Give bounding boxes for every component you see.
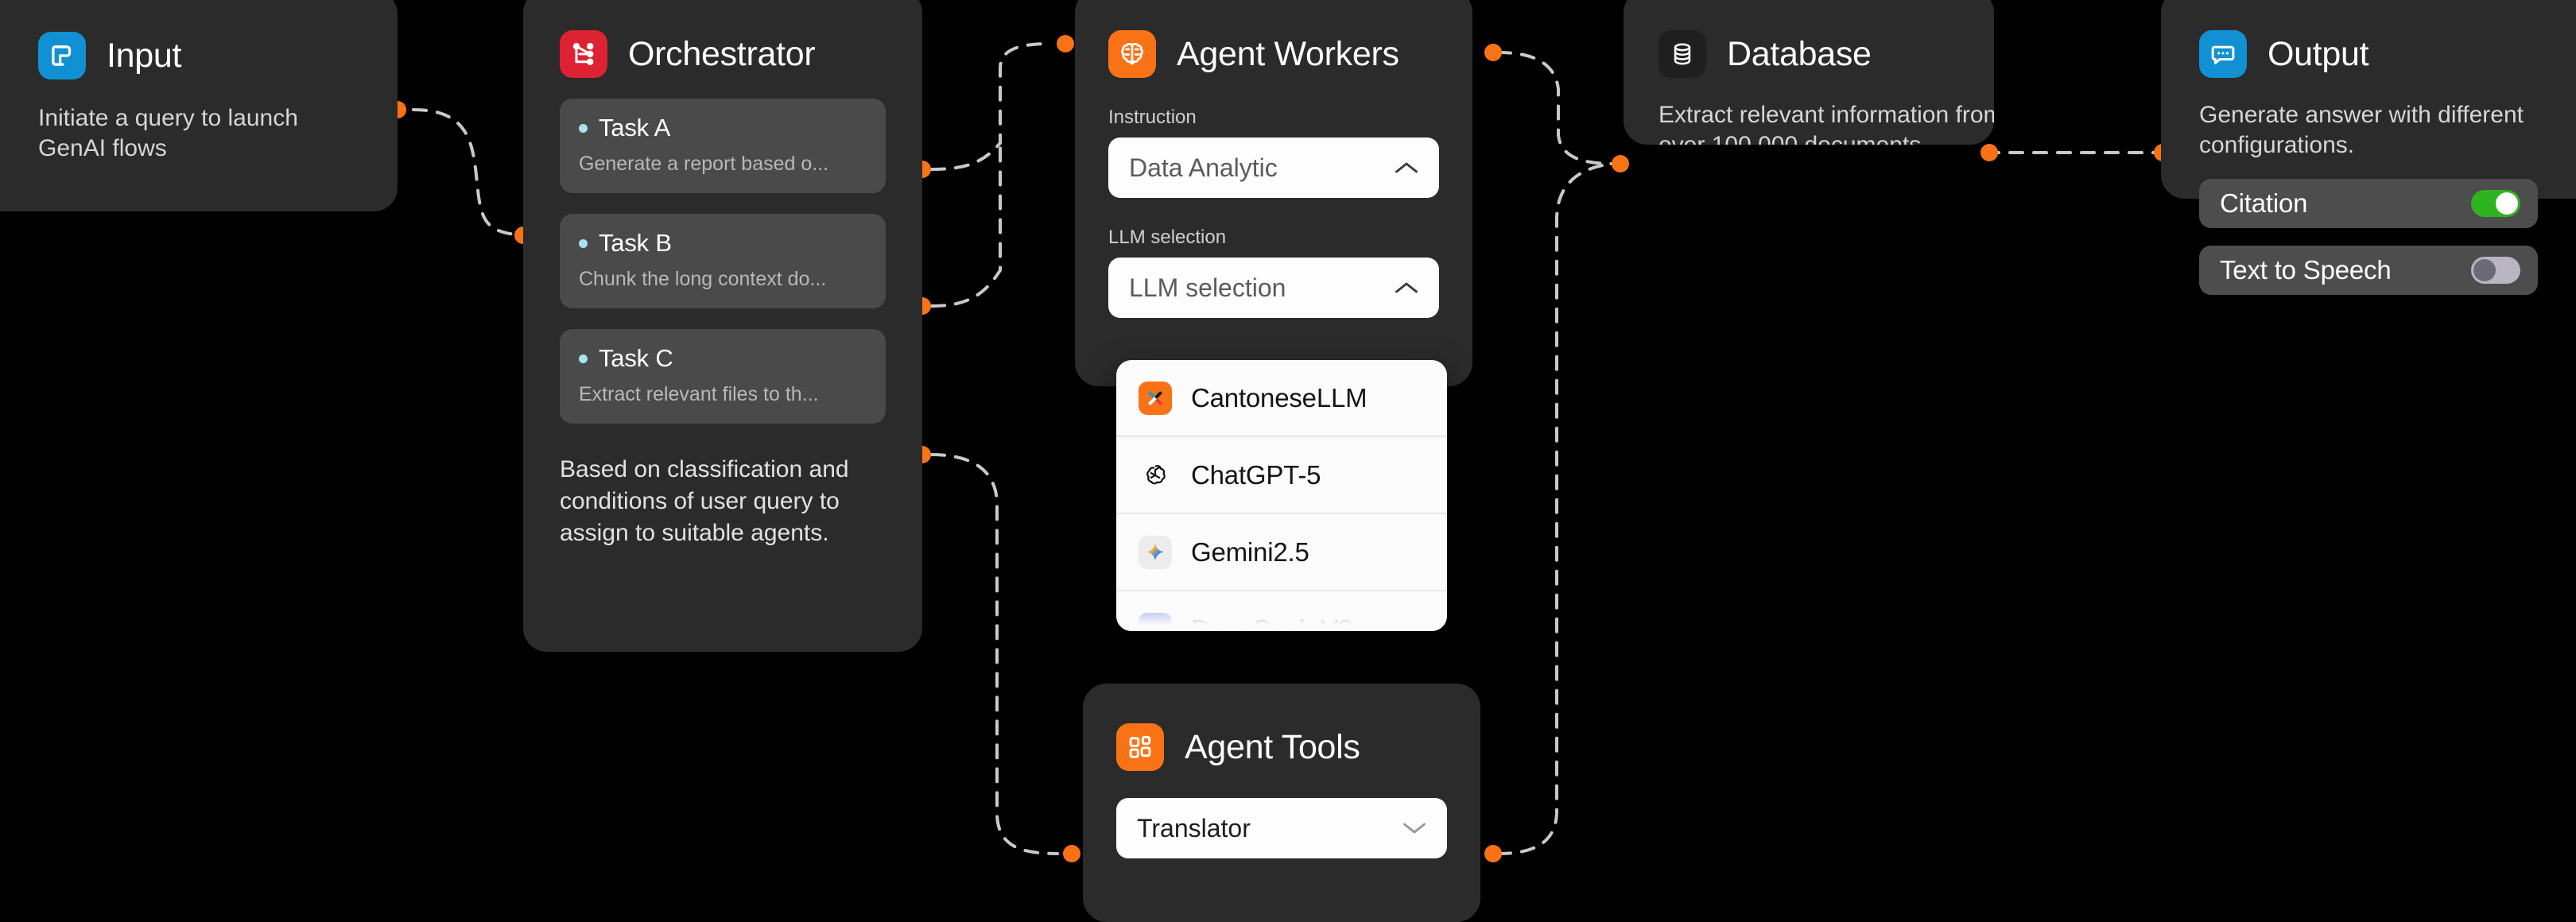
chevron-up-icon[interactable] — [1395, 161, 1418, 175]
node-input[interactable]: Input Initiate a query to launch GenAI f… — [0, 0, 398, 211]
deepseek-icon — [1139, 612, 1172, 631]
llm-option-label: DeepSeek-V3 — [1191, 614, 1353, 632]
node-agent-workers[interactable]: Agent Workers Instruction Data Analytic … — [1075, 0, 1472, 386]
llm-selection-select[interactable]: LLM selection — [1108, 258, 1439, 318]
node-output[interactable]: Output Generate answer with different co… — [2161, 0, 2576, 295]
gemini-icon — [1139, 535, 1172, 569]
orchestrator-header: Orchestrator — [560, 30, 886, 78]
agent-tools-title: Agent Tools — [1185, 727, 1360, 766]
wire-workers-to-database — [1496, 51, 1616, 165]
instruction-select[interactable]: Data Analytic — [1108, 138, 1439, 198]
output-description: Generate answer with different configura… — [2199, 102, 2524, 159]
llm-option-label: ChatGPT-5 — [1191, 459, 1321, 490]
toggle-knob — [2473, 258, 2496, 281]
instruction-label: Instruction — [1108, 107, 1197, 128]
task-name: Task A — [599, 114, 671, 141]
llm-option-gemini2-5[interactable]: Gemini2.5 — [1116, 514, 1447, 591]
llm-option-cantonesellm[interactable]: CantoneseLLM — [1116, 360, 1447, 437]
task-bullet-dot — [579, 123, 588, 133]
task-description: Generate a report based o... — [579, 153, 829, 175]
task-card[interactable]: Task A Generate a report based o... — [560, 99, 886, 193]
input-header: Input — [38, 32, 359, 79]
toggle-row-text-to-speech[interactable]: Text to Speech — [2199, 245, 2538, 295]
port-tools-out — [1484, 845, 1502, 862]
llm-option-label: Gemini2.5 — [1191, 537, 1309, 567]
port-tools-in — [1063, 845, 1080, 862]
task-title-row: Task C — [579, 344, 867, 373]
wire-tools-to-database — [1496, 162, 1616, 855]
openai-icon — [1139, 459, 1172, 492]
toggle-row-citation[interactable]: Citation — [2199, 178, 2538, 228]
wire-taskB-to-workers — [930, 141, 1002, 308]
task-description: Chunk the long context do... — [579, 268, 827, 290]
toggle-label: Citation — [2220, 188, 2308, 218]
llm-selection-value: LLM selection — [1129, 273, 1286, 302]
task-bullet-dot — [579, 354, 588, 363]
llm-option-deepseek-v3[interactable]: DeepSeek-V3 — [1116, 591, 1447, 631]
toggle-label: Text to Speech — [2220, 254, 2392, 285]
chevron-down-icon[interactable] — [1402, 821, 1426, 835]
task-title-row: Task A — [579, 114, 867, 142]
orchestrator-title: Orchestrator — [628, 34, 816, 73]
llm-option-label: CantoneseLLM — [1191, 382, 1368, 413]
port-workers-out — [1484, 44, 1502, 61]
output-title: Output — [2268, 34, 2369, 73]
output-header: Output — [2199, 30, 2538, 78]
port-workers-in — [1057, 35, 1074, 52]
tool-value: Translator — [1137, 813, 1251, 843]
wire-input-to-orchestrator — [412, 108, 536, 237]
database-header: Database — [1658, 30, 1994, 78]
instruction-value: Data Analytic — [1129, 153, 1278, 182]
task-title-row: Task B — [579, 229, 867, 258]
input-description: Initiate a query to launch GenAI flows — [38, 105, 298, 162]
agent-workers-title: Agent Workers — [1177, 34, 1399, 73]
chat-bubble-icon — [2199, 30, 2247, 78]
grid-blocks-icon — [1116, 723, 1164, 771]
task-card[interactable]: Task B Chunk the long context do... — [560, 214, 886, 308]
port-database-in — [1612, 155, 1629, 172]
citation-toggle[interactable] — [2471, 189, 2520, 217]
agent-tools-header: Agent Tools — [1116, 723, 1447, 771]
brain-icon — [1108, 30, 1156, 78]
port-database-out — [1980, 144, 1998, 161]
task-card[interactable]: Task C Extract relevant files to th... — [560, 329, 886, 424]
toggle-knob — [2496, 192, 2518, 215]
task-name: Task C — [599, 344, 673, 372]
cantonesellm-icon — [1139, 381, 1172, 415]
wire-taskA-to-workers — [930, 42, 1051, 171]
llm-selection-label: LLM selection — [1108, 227, 1227, 248]
task-description: Extract relevant files to th... — [579, 383, 819, 405]
wire-taskC-to-tools — [930, 453, 1059, 855]
llm-options-menu[interactable]: CantoneseLLM ChatGPT-5 — [1116, 360, 1447, 631]
orchestrator-node-icon — [560, 30, 607, 78]
database-title: Database — [1727, 34, 1872, 73]
chevron-up-icon[interactable] — [1395, 281, 1418, 295]
llm-option-chatgpt-5[interactable]: ChatGPT-5 — [1116, 437, 1447, 514]
node-database[interactable]: Database Extract relevant information fr… — [1624, 0, 1994, 145]
node-orchestrator[interactable]: Orchestrator Task A Generate a report ba… — [523, 0, 922, 652]
text-to-speech-toggle[interactable] — [2471, 256, 2520, 284]
orchestrator-note: Based on classification and conditions o… — [560, 456, 849, 546]
input-node-icon — [38, 32, 86, 79]
tool-select[interactable]: Translator — [1116, 798, 1447, 858]
database-icon — [1658, 30, 1706, 78]
task-name: Task B — [599, 229, 672, 257]
agent-workers-header: Agent Workers — [1108, 30, 1439, 78]
input-title: Input — [107, 36, 182, 75]
database-description: Extract relevant information from over 1… — [1658, 102, 1994, 145]
node-agent-tools[interactable]: Agent Tools Translator — [1083, 684, 1480, 922]
task-bullet-dot — [579, 238, 588, 248]
